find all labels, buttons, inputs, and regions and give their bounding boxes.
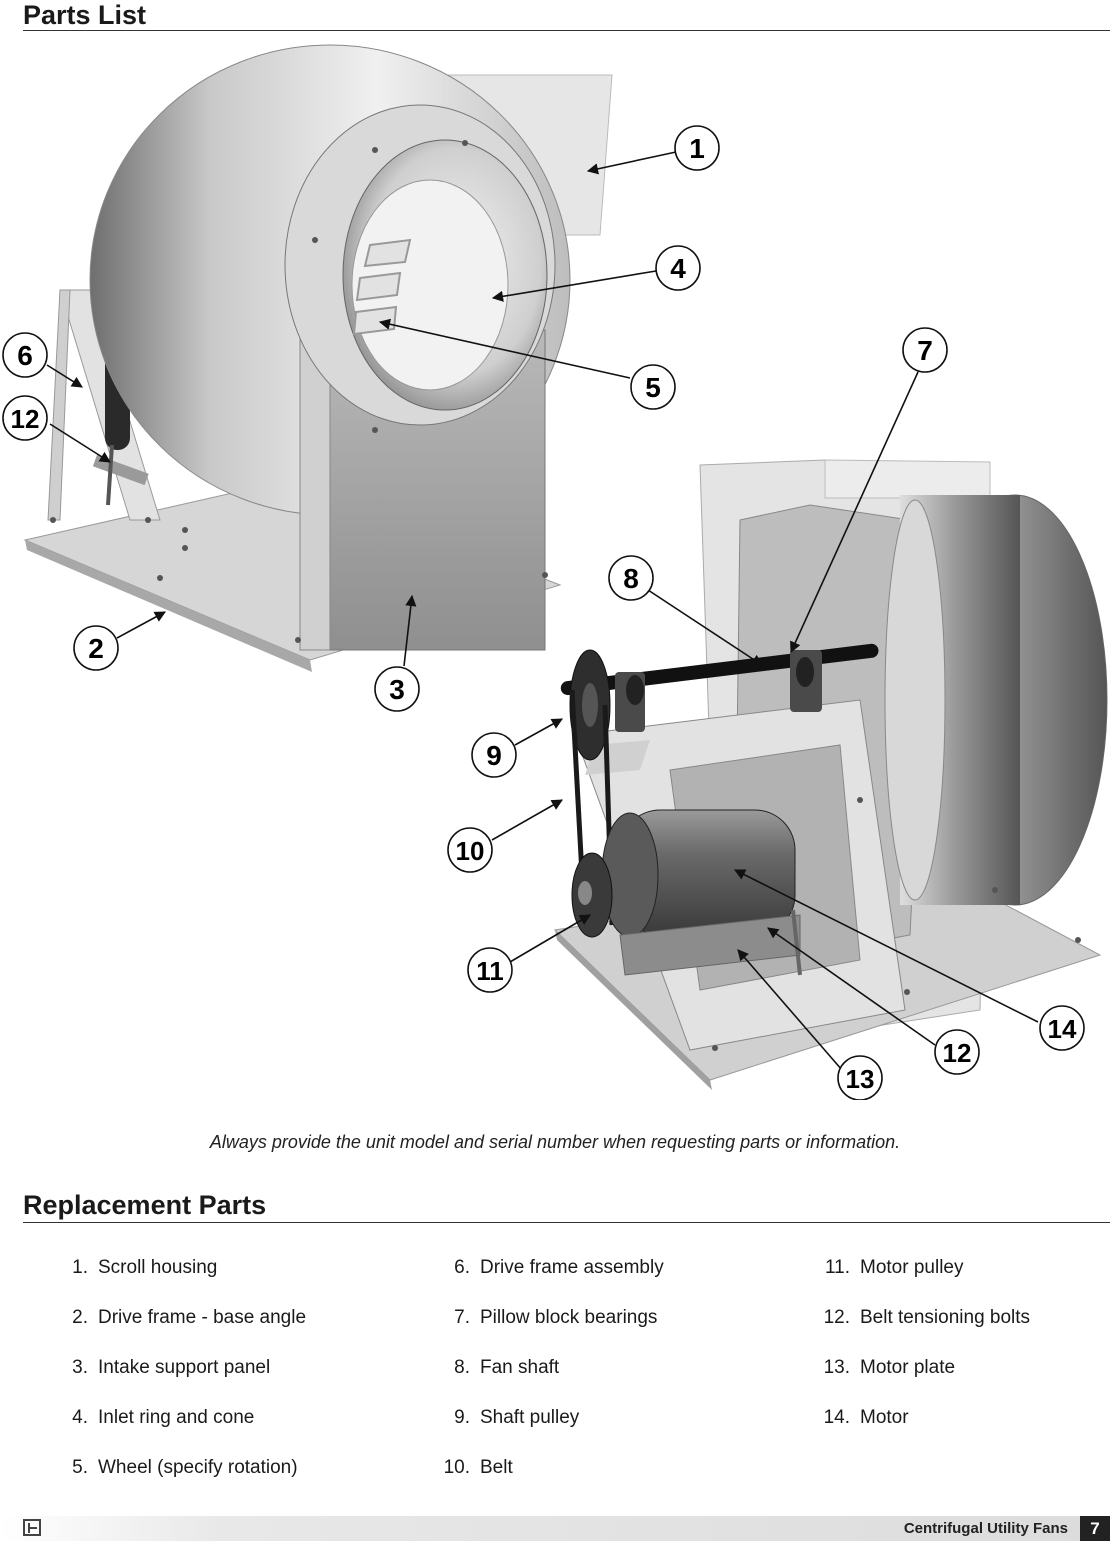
callout-2: 2 (73, 625, 119, 671)
svg-text:8: 8 (623, 563, 639, 594)
replacement-parts-title: Replacement Parts (23, 1190, 267, 1220)
callout-6: 6 (2, 332, 48, 378)
replacement-rule (23, 1222, 1110, 1223)
list-item: 5.Wheel (specify rotation) (72, 1457, 298, 1478)
list-item: 14.Motor (823, 1407, 909, 1428)
parts-figure: 1 2 3 4 5 6 7 8 9 10 11 12 12 13 14 (2, 44, 1108, 1100)
footer-title: Centrifugal Utility Fans (903, 1520, 1068, 1537)
list-item: 8.Fan shaft (454, 1357, 560, 1378)
fan-unit-front (23, 44, 613, 672)
svg-text:1: 1 (689, 133, 705, 164)
list-item: 13.Motor plate (823, 1357, 956, 1378)
svg-text:6: 6 (17, 340, 33, 371)
title-rule (23, 30, 1110, 31)
list-item: 3.Intake support panel (72, 1357, 271, 1378)
svg-text:12: 12 (943, 1038, 972, 1068)
list-item: 1.Scroll housing (72, 1257, 218, 1278)
replacement-parts-list: 1.Scroll housing 2.Drive frame - base an… (0, 1255, 1110, 1495)
callout-7: 7 (902, 327, 948, 373)
list-item: 2.Drive frame - base angle (72, 1307, 307, 1328)
page-number: 7 (1080, 1516, 1110, 1541)
callout-5: 5 (630, 364, 676, 410)
parts-column-2: 6.Drive frame assembly 7.Pillow block be… (430, 1255, 664, 1505)
parts-column-1: 1.Scroll housing 2.Drive frame - base an… (60, 1255, 306, 1505)
svg-text:10: 10 (456, 836, 485, 866)
svg-text:13: 13 (846, 1064, 875, 1094)
callout-4: 4 (655, 245, 701, 291)
svg-text:7: 7 (917, 335, 933, 366)
leader-lines (46, 151, 1039, 1071)
list-item: 12.Belt tensioning bolts (823, 1307, 1031, 1328)
svg-text:9: 9 (486, 740, 502, 771)
list-item: 7.Pillow block bearings (454, 1307, 658, 1328)
parts-request-note: Always provide the unit model and serial… (209, 1132, 901, 1152)
callout-1: 1 (674, 125, 720, 171)
brand-logo-icon (23, 1519, 41, 1536)
svg-text:11: 11 (476, 956, 504, 986)
list-item: 4.Inlet ring and cone (72, 1407, 255, 1428)
callout-9: 9 (471, 732, 517, 778)
list-item: 9.Shaft pulley (454, 1407, 580, 1428)
callout-3: 3 (374, 666, 420, 712)
svg-text:3: 3 (389, 674, 405, 705)
svg-text:2: 2 (88, 633, 104, 664)
page-title: Parts List (23, 0, 147, 30)
callout-10: 10 (447, 827, 493, 873)
callout-12-left: 12 (2, 395, 48, 441)
list-item: 10.Belt (443, 1457, 513, 1478)
svg-text:5: 5 (645, 372, 661, 403)
callout-12-right: 12 (934, 1029, 980, 1075)
callout-13: 13 (837, 1055, 883, 1100)
callouts: 1 2 3 4 5 6 7 8 9 10 11 12 12 13 14 (2, 125, 1085, 1100)
fan-unit-rear (553, 459, 1108, 1090)
parts-column-3: 11.Motor pulley 12.Belt tensioning bolts… (812, 1255, 1030, 1455)
callout-14: 14 (1039, 1005, 1085, 1051)
callout-11: 11 (467, 947, 513, 993)
svg-text:4: 4 (670, 253, 686, 284)
list-item: 6.Drive frame assembly (454, 1257, 664, 1278)
callout-8: 8 (608, 555, 654, 601)
list-item: 11.Motor pulley (824, 1257, 964, 1278)
svg-text:14: 14 (1048, 1014, 1077, 1044)
svg-text:12: 12 (11, 404, 40, 434)
page-footer: Centrifugal Utility Fans 7 (0, 1516, 1110, 1541)
